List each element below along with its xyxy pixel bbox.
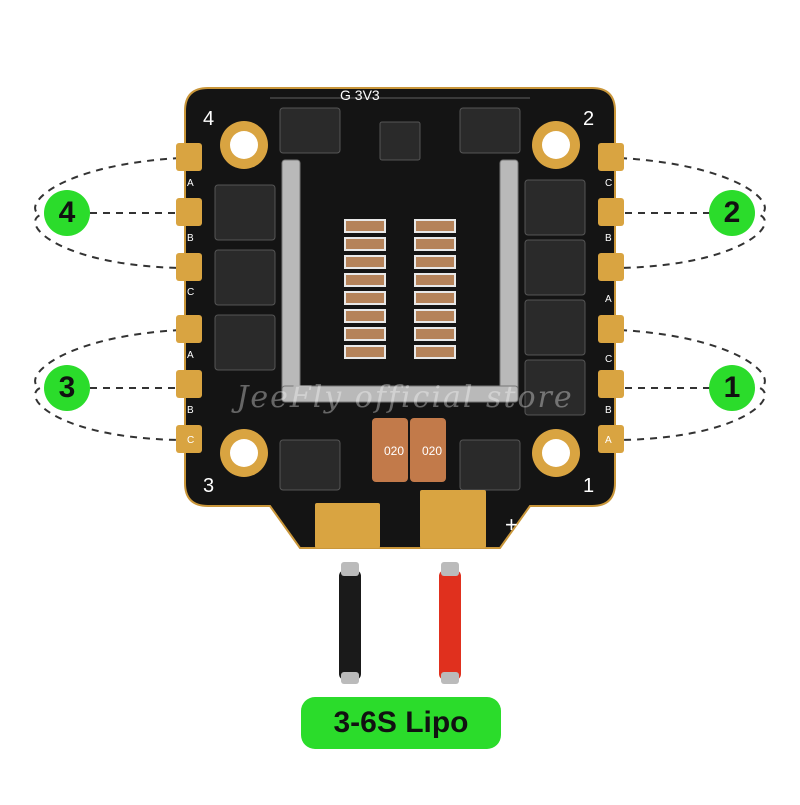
plus-label: + — [505, 512, 518, 537]
pad-letter: A — [605, 294, 612, 305]
positive-wire — [439, 570, 461, 680]
shunt-marking: 020 — [384, 444, 404, 458]
corner-label-2: 2 — [583, 108, 594, 130]
shunt-marking: 020 — [422, 444, 442, 458]
pad-letter: C — [187, 287, 194, 298]
pad-letter: A — [187, 350, 194, 361]
motor-badge-4: 4 — [44, 190, 90, 236]
pad-letter: B — [187, 405, 194, 416]
battery-wires — [339, 562, 461, 684]
pad-letter: A — [605, 435, 612, 446]
pad-letter: C — [605, 354, 612, 365]
capacitor-frame — [281, 159, 519, 403]
voltage-label: G 3V3 — [340, 87, 380, 103]
corner-label-4: 4 — [203, 108, 214, 130]
motor-guide-lines — [34, 157, 766, 441]
motor-badge-1: 1 — [709, 365, 755, 411]
minus-label: − — [270, 512, 283, 537]
mosfet-chips — [214, 107, 586, 491]
motor-badge-3: 3 — [44, 365, 90, 411]
pad-letter: B — [187, 233, 194, 244]
motor-badge-2: 2 — [709, 190, 755, 236]
pad-letter: C — [605, 178, 612, 189]
pad-letter: C — [187, 435, 194, 446]
pad-letter: A — [187, 178, 194, 189]
shunt-resistors — [372, 418, 446, 482]
pad-letter: B — [605, 233, 612, 244]
battery-label: 3-6S Lipo — [301, 697, 501, 749]
battery-pads — [315, 490, 486, 548]
capacitor-bank — [344, 219, 456, 359]
negative-wire — [339, 570, 361, 680]
motor-pads — [176, 143, 624, 453]
corner-label-3: 3 — [203, 475, 214, 497]
corner-label-1: 1 — [583, 475, 594, 497]
watermark: JeeFly official store — [236, 380, 574, 415]
pad-letter: B — [605, 405, 612, 416]
mounting-holes — [220, 121, 580, 477]
